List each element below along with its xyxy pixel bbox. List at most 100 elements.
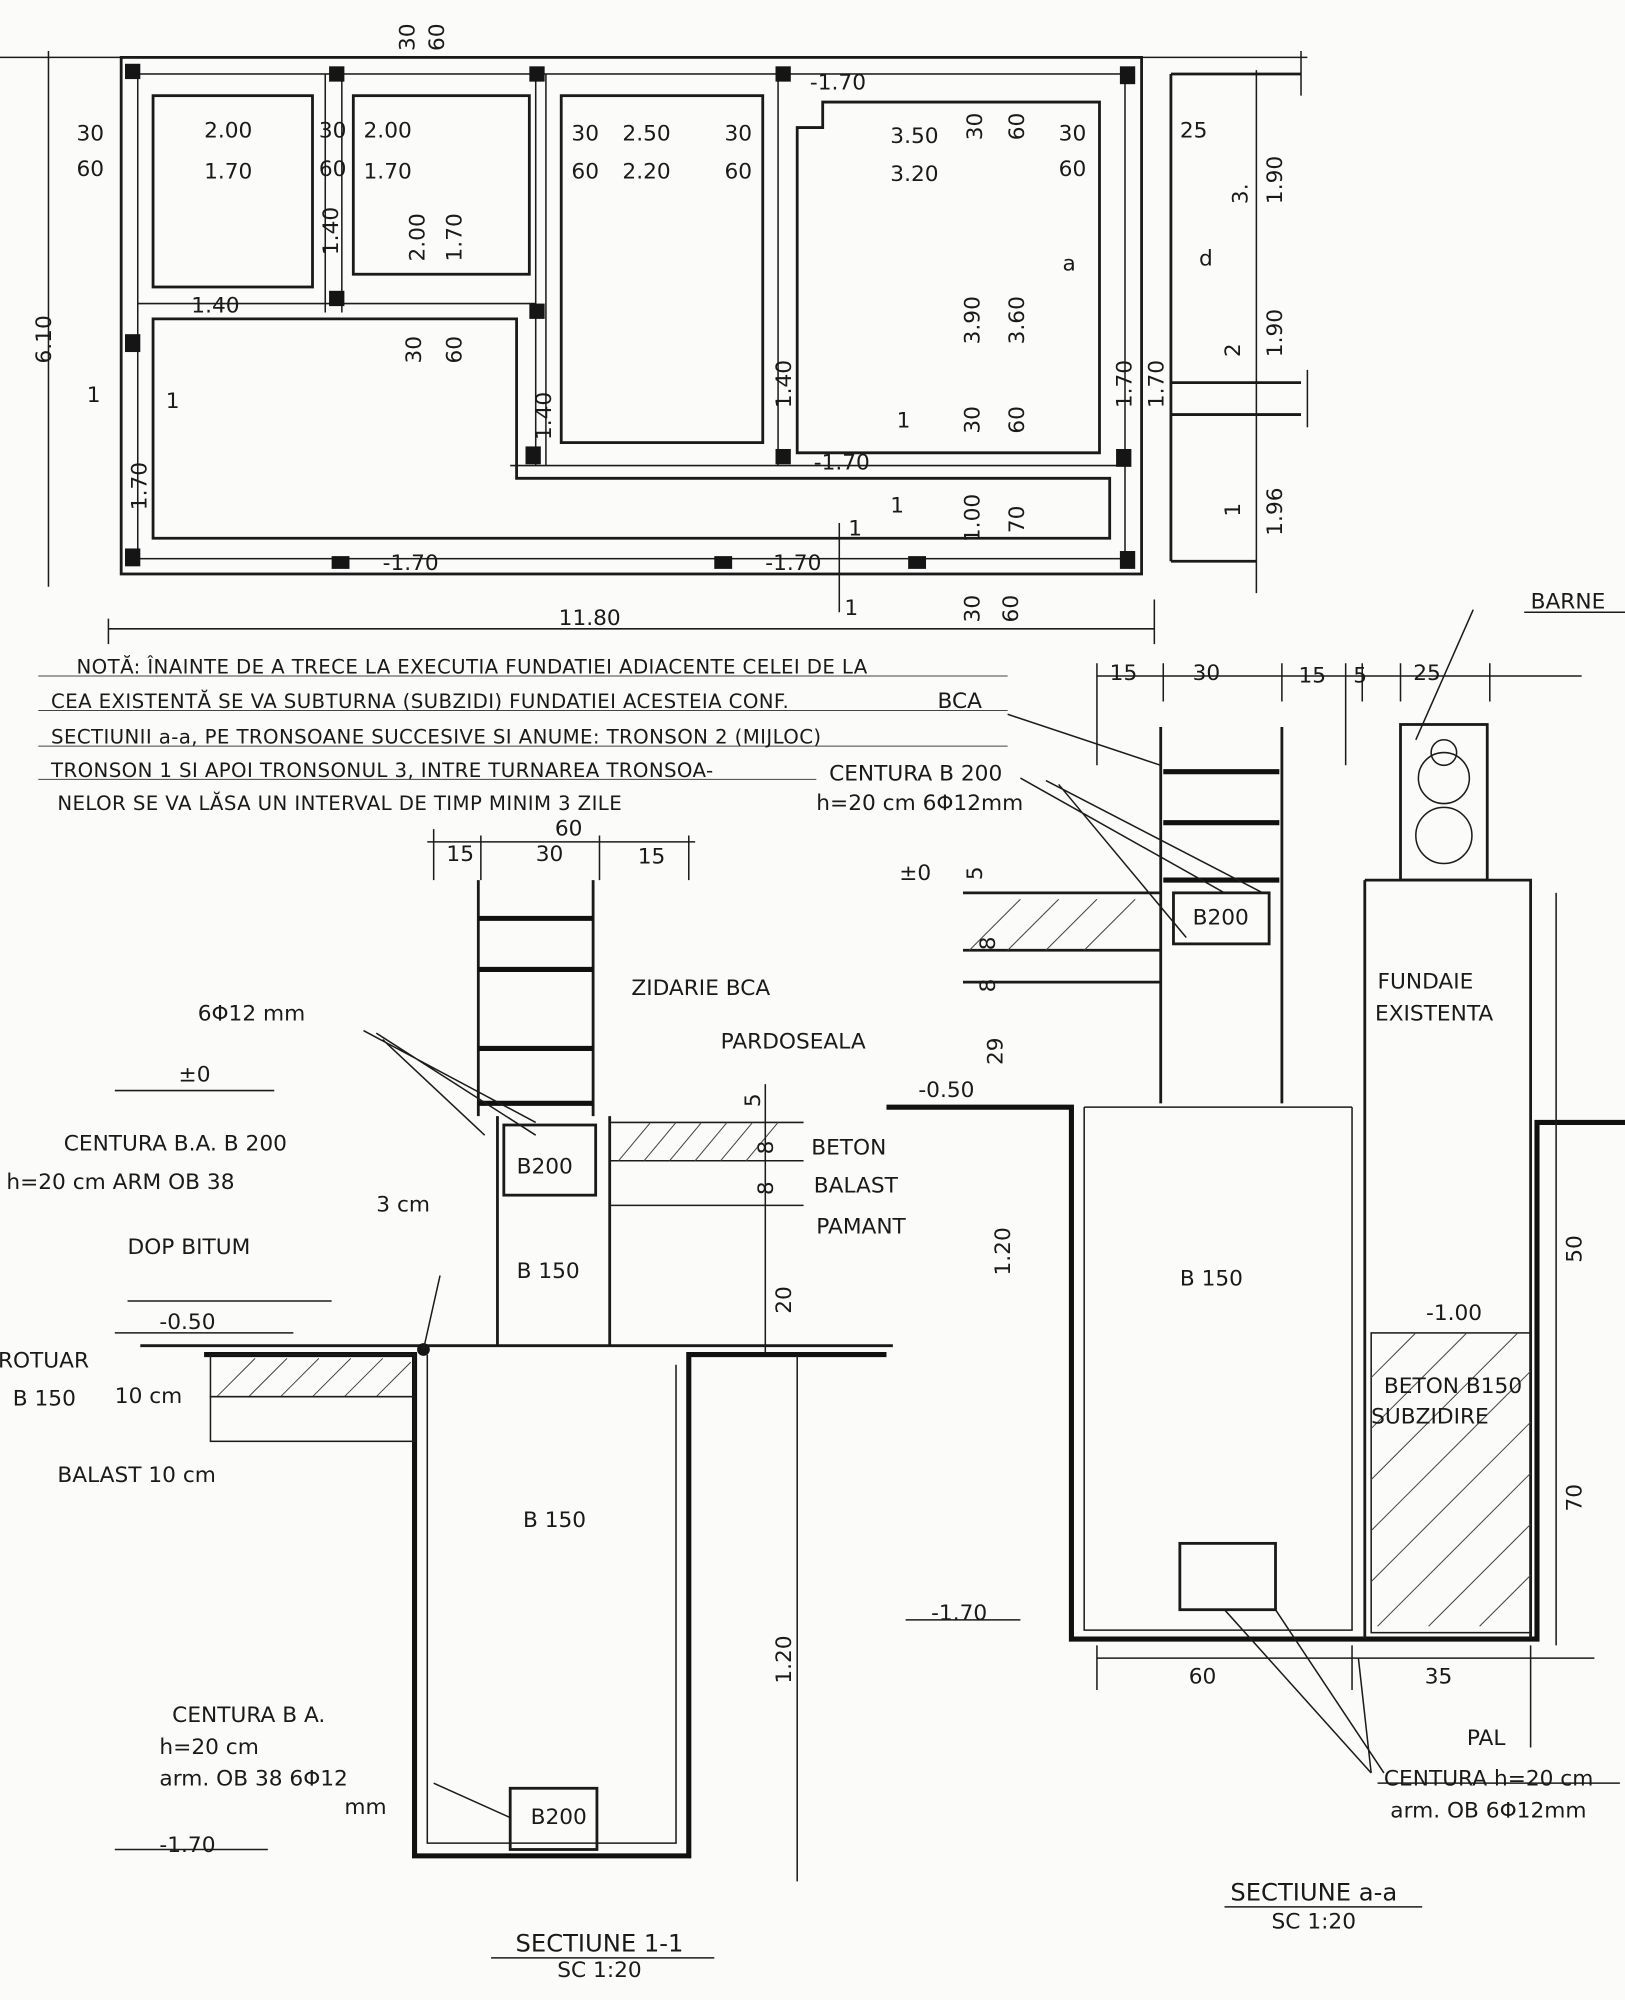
section-1-1-label: -1.70 [159, 1833, 215, 1858]
section-a-a-label: BARNE [1531, 589, 1606, 614]
plan-dimension-label: 1 [87, 383, 101, 408]
columns [125, 63, 1136, 569]
centura-bottom [508, 1786, 599, 1851]
plan-dimension-label: 60 [1059, 157, 1087, 182]
leader-lines-aa [1007, 609, 1474, 1774]
section-a-a-label: PAL [1467, 1726, 1506, 1751]
plan-dimension-label: 2.20 [622, 160, 670, 185]
plan-dimension-label: 1.40 [772, 360, 797, 408]
section-a-a-label: 15 [1298, 663, 1326, 688]
section-1-1-label: 10 cm [115, 1384, 182, 1409]
section-a-a-label: 5 [963, 866, 988, 880]
section-1-1-label: B 150 [523, 1508, 586, 1533]
centura-bottom-aa [1178, 1541, 1277, 1612]
construction-note: NOTĂ: ÎNAINTE DE A TRECE LA EXECUTIA FUN… [38, 654, 1008, 815]
plan-dimension-label: 60 [571, 160, 599, 185]
section-1-1-label: 8 [754, 1181, 779, 1195]
section-1-1-label: CENTURA B A. [172, 1703, 325, 1728]
plan-dimension-label: 70 [1005, 506, 1030, 534]
note-line: NOTĂ: ÎNAINTE DE A TRECE LA EXECUTIA FUN… [77, 654, 868, 678]
plan-dimension-label: 3. [1228, 183, 1253, 204]
section-1-1-label: B200 [531, 1805, 587, 1830]
section-1-1-label: 30 [536, 842, 564, 867]
section-a-a-label: 35 [1425, 1665, 1453, 1690]
plan-dimension-label: 30 [77, 121, 105, 146]
dimension-1-20 [764, 1084, 798, 1882]
room-3 [559, 94, 765, 445]
plan-dimension-label: 1.70 [443, 213, 468, 261]
plan-dimension-label: 30 [396, 23, 421, 51]
plan-dimension-label: 2.00 [406, 213, 431, 261]
beams-barne [1399, 723, 1489, 882]
section-1-1-label: arm. OB 38 6Φ12 [159, 1767, 347, 1792]
section-1-1-label: DOP BITUM [128, 1235, 251, 1260]
section-a-a-label: EXISTENTA [1375, 1001, 1493, 1026]
plan-dimension-label: 1.96 [1263, 487, 1288, 535]
section-a-a-label: 8 [976, 979, 1001, 993]
plan-dimension-label: 1 [897, 408, 911, 433]
plan-dimension-label: 30 [1059, 121, 1087, 146]
plan-dimension-label: -1.70 [765, 551, 821, 576]
section-a-a-label: B 150 [1180, 1267, 1243, 1292]
plan-dimension-label: a [1063, 251, 1076, 276]
section-1-1-label: 3 cm [376, 1193, 430, 1218]
bca-wall-aa [1159, 727, 1284, 1104]
footing-outline-aa [886, 1104, 1625, 1642]
plan-dimension-label: 60 [1005, 113, 1030, 141]
section-1-1-label: B 150 [13, 1387, 76, 1412]
section-a-a-label: h=20 cm 6Φ12mm [816, 791, 1023, 816]
section-a-a-label: 5 [1353, 663, 1367, 688]
section-a-a-label: -0.50 [918, 1078, 974, 1103]
plan-dimension-label: 3.50 [890, 124, 938, 149]
section-1-1-label: B 150 [517, 1259, 580, 1284]
section-a-a-label: 25 [1413, 661, 1441, 686]
section-a-a-label: 50 [1563, 1235, 1588, 1263]
dimension-lines-aa [1096, 611, 1625, 1784]
section-a-a-label: 70 [1563, 1484, 1588, 1512]
stem-wall [496, 1116, 612, 1346]
plan-dimension-label: 1.40 [319, 207, 344, 255]
note-line: TRONSON 1 SI APOI TRONSONUL 3, INTRE TUR… [50, 759, 714, 782]
room-4 [795, 100, 1101, 455]
section-1-1-label: ZIDARIE BCA [631, 976, 770, 1001]
plan-dimension-label: 60 [425, 23, 450, 51]
section-a-a-label: 30 [1193, 661, 1221, 686]
plan-dimension-label: 1 [890, 494, 904, 519]
plan-dimension-label: 60 [1005, 406, 1030, 434]
plan-dimension-label: 2.50 [622, 121, 670, 146]
section-1-1-label: 20 [772, 1286, 797, 1314]
plan-dimension-label: 30 [963, 113, 988, 141]
bca-wall [476, 880, 595, 1117]
plan-inner-wall [136, 73, 1126, 560]
section-1-1-label: BALAST 10 cm [57, 1463, 215, 1488]
sidewalk [209, 1353, 416, 1398]
plan-dimension-label: 1.70 [364, 160, 412, 185]
section-a-a-label: BCA [938, 689, 983, 714]
note-line: CEA EXISTENTĂ SE VA SUBTURNA (SUBZIDI) F… [51, 689, 789, 713]
section-1-1-label: 1.20 [772, 1635, 797, 1683]
section-1-1-label: 8 [754, 1141, 779, 1155]
section-a-a-label: arm. OB 6Φ12mm [1390, 1799, 1586, 1824]
plan-dimension-label: 1.70 [1112, 360, 1137, 408]
section-a-a-label: 60 [1189, 1665, 1217, 1690]
plan-dimension-label: 30 [961, 406, 986, 434]
bca-joints [478, 915, 594, 1106]
room-1 [151, 94, 314, 289]
plan-dimension-label: 2.00 [364, 119, 412, 144]
section-a-a-label: ±0 [899, 861, 931, 886]
bitumen-plug [417, 1343, 430, 1356]
section-1-1-label: mm [344, 1795, 386, 1820]
section-1-1-label: BALAST [814, 1174, 899, 1199]
note-line: NELOR SE VA LĂSA UN INTERVAL DE TIMP MIN… [57, 791, 622, 815]
section-1-1-label: h=20 cm ARM OB 38 [6, 1170, 234, 1195]
section-1-1-label: BETON [811, 1135, 886, 1160]
beton-hatch [618, 1122, 779, 1162]
plan-dimension-label: 1 [1221, 503, 1246, 517]
bca-joints-aa [1163, 769, 1280, 883]
leader-lines [363, 1029, 537, 1819]
plan-dimension-label: 6.10 [32, 315, 57, 363]
